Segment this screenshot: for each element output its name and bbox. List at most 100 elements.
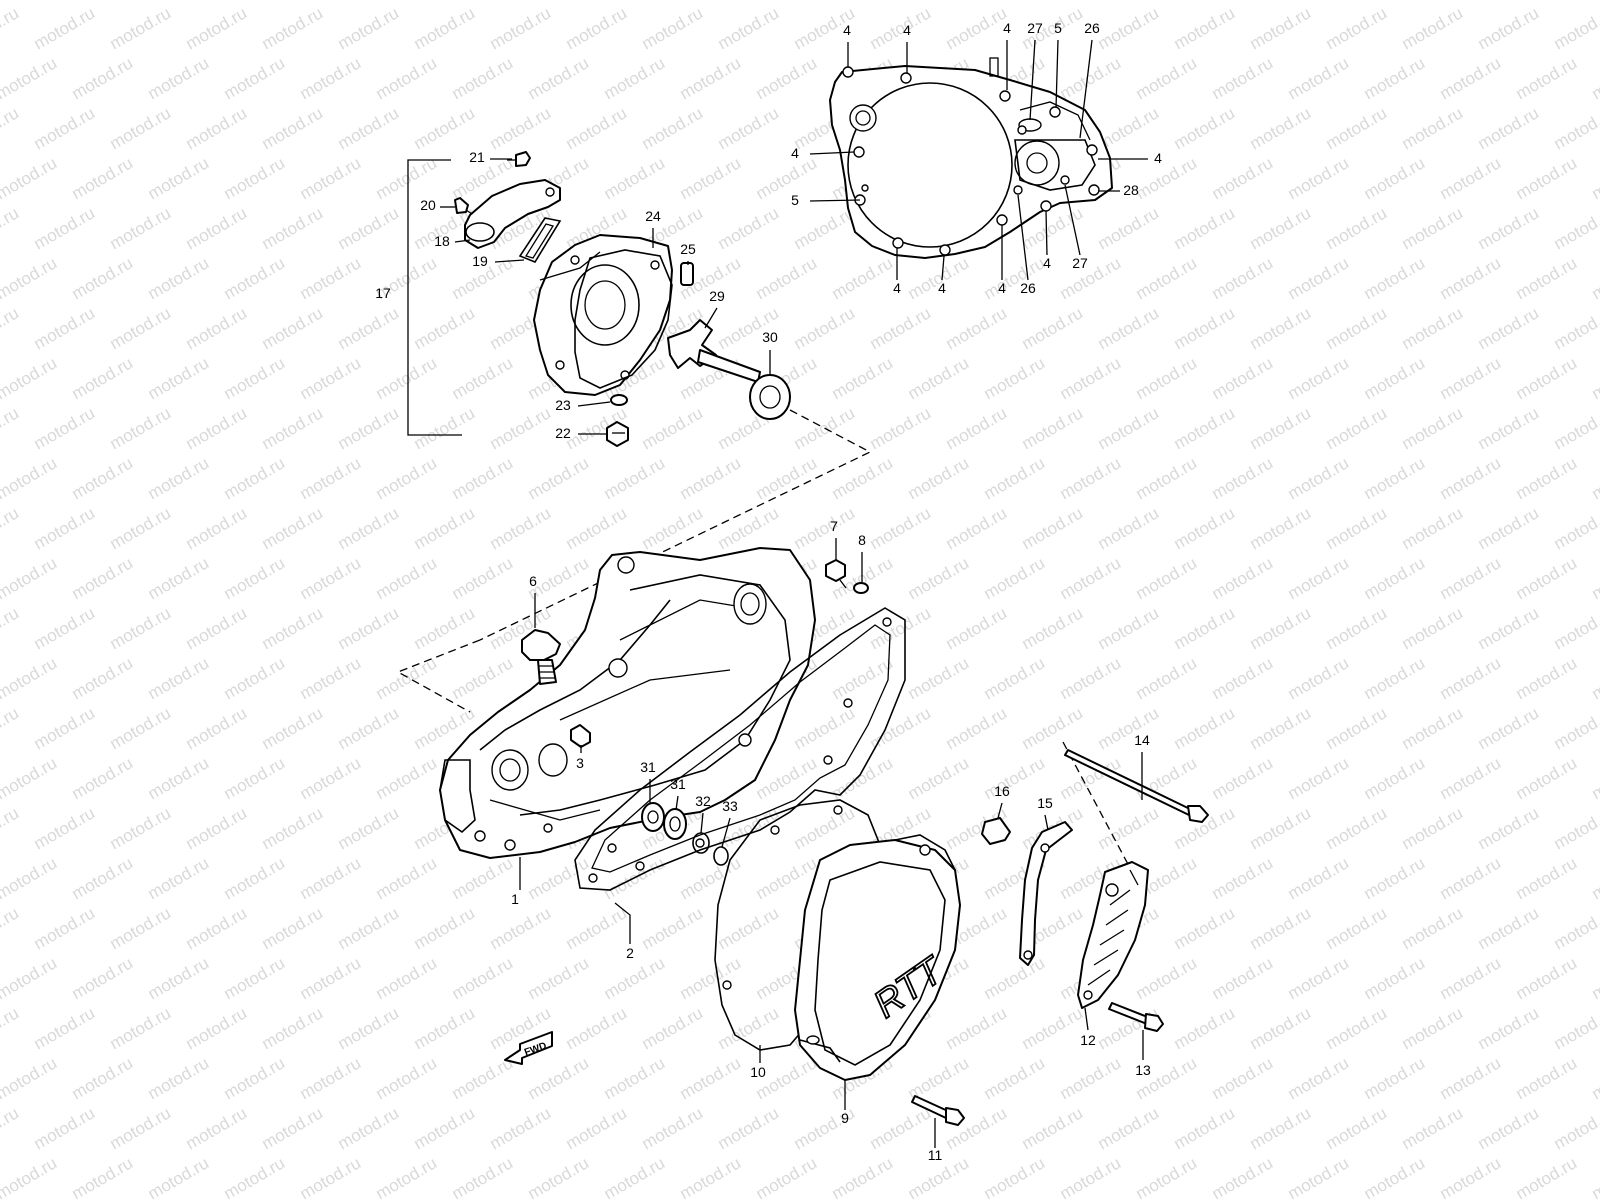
watermark-text: motod.ru (1133, 553, 1201, 603)
watermark-text: motod.ru (1057, 1153, 1125, 1200)
callout-leader-c31b (675, 795, 679, 811)
watermark-text: motod.ru (601, 953, 669, 1003)
watermark-text: motod.ru (335, 203, 403, 253)
watermark-text: motod.ru (31, 1103, 99, 1153)
watermark-text: motod.ru (715, 903, 783, 953)
watermark-text: motod.ru (1133, 653, 1201, 703)
watermark-text: motod.ru (145, 953, 213, 1003)
watermark-text: motod.ru (1133, 53, 1201, 103)
watermark-text: motod.ru (1323, 703, 1391, 753)
callout-label-c19: 19 (472, 253, 488, 269)
watermark-text: motod.ru (487, 403, 555, 453)
callout-label-c17: 17 (375, 285, 391, 301)
watermark-text: motod.ru (1285, 653, 1353, 703)
watermark-text: motod.ru (1209, 1153, 1277, 1200)
watermark-text: motod.ru (1323, 303, 1391, 353)
watermark-text: motod.ru (1399, 203, 1467, 253)
watermark-text: motod.ru (0, 153, 60, 203)
watermark-text: motod.ru (1209, 853, 1277, 903)
watermark-text: motod.ru (449, 653, 517, 703)
watermark-text: motod.ru (1209, 253, 1277, 303)
watermark-text: motod.ru (1399, 303, 1467, 353)
watermark-text: motod.ru (677, 53, 745, 103)
watermark-text: motod.ru (107, 803, 175, 853)
watermark-text: motod.ru (373, 753, 441, 803)
callout-label-c4e: 4 (1154, 150, 1162, 166)
callout-label-c30: 30 (762, 329, 778, 345)
watermark-text: motod.ru (1057, 353, 1125, 403)
watermark-text: motod.ru (1057, 253, 1125, 303)
watermark-text: motod.ru (1475, 503, 1543, 553)
callout-label-c9: 9 (841, 1110, 849, 1126)
watermark-text: motod.ru (0, 453, 60, 503)
callout-label-c4c: 4 (1003, 20, 1011, 36)
callout-leader-c27a (1029, 39, 1036, 121)
watermark-text: motod.ru (867, 3, 935, 53)
watermark-text: motod.ru (259, 803, 327, 853)
watermark-text: motod.ru (0, 603, 22, 653)
water-pump-group (407, 151, 791, 447)
watermark-text: motod.ru (1285, 753, 1353, 803)
watermark-text: motod.ru (1551, 103, 1600, 153)
callout-leader-c18 (454, 239, 471, 243)
watermark-text: motod.ru (1437, 453, 1505, 503)
watermark-text: motod.ru (1247, 603, 1315, 653)
watermark-text: motod.ru (145, 653, 213, 703)
watermark-text: motod.ru (563, 903, 631, 953)
watermark-text: motod.ru (1589, 853, 1600, 903)
watermark-text: motod.ru (677, 853, 745, 903)
callout-label-c26a: 26 (1084, 20, 1100, 36)
watermark-text: motod.ru (601, 0, 669, 3)
watermark-text: motod.ru (145, 453, 213, 503)
watermark-text: motod.ru (1399, 603, 1467, 653)
watermark-text: motod.ru (1171, 203, 1239, 253)
watermark-text: motod.ru (297, 53, 365, 103)
callout-label-c29: 29 (709, 288, 725, 304)
watermark-text: motod.ru (1057, 653, 1125, 703)
watermark-text: motod.ru (221, 53, 289, 103)
watermark-text: motod.ru (0, 1103, 22, 1153)
watermark-text: motod.ru (31, 803, 99, 853)
watermark-text: motod.ru (753, 253, 821, 303)
watermark-text: motod.ru (335, 1103, 403, 1153)
watermark-text: motod.ru (221, 153, 289, 203)
watermark-text: motod.ru (335, 503, 403, 553)
callout-label-c12: 12 (1080, 1032, 1096, 1048)
watermark-text: motod.ru (0, 0, 60, 3)
watermark-text: motod.ru (0, 1153, 60, 1200)
watermark-text: motod.ru (1285, 0, 1353, 3)
watermark-text: motod.ru (107, 203, 175, 253)
watermark-text: motod.ru (1361, 0, 1429, 3)
watermark-text: motod.ru (943, 703, 1011, 753)
watermark-text: motod.ru (0, 3, 22, 53)
watermark-text: motod.ru (791, 403, 859, 453)
watermark-text: motod.ru (335, 303, 403, 353)
sprocket-cover (1077, 861, 1149, 1009)
watermark-text: motod.ru (183, 903, 251, 953)
forward-direction-arrow: FWD (504, 1031, 553, 1065)
watermark-text: motod.ru (1361, 653, 1429, 703)
callout-label-c33: 33 (722, 798, 738, 814)
watermark-text: motod.ru (1285, 153, 1353, 203)
callout-label-c22: 22 (555, 425, 571, 441)
watermark-text: motod.ru (1285, 853, 1353, 903)
watermark-text: motod.ru (867, 1103, 935, 1153)
watermark-text: motod.ru (639, 103, 707, 153)
watermark-text: motod.ru (1247, 403, 1315, 453)
watermark-text: motod.ru (259, 103, 327, 153)
watermark-text: motod.ru (1361, 853, 1429, 903)
watermark-text: motod.ru (1171, 103, 1239, 153)
watermark-text: motod.ru (1437, 753, 1505, 803)
watermark-text: motod.ru (1399, 703, 1467, 753)
watermark-text: motod.ru (829, 0, 897, 3)
callout-label-c5a: 5 (791, 192, 799, 208)
watermark-text: motod.ru (1133, 253, 1201, 303)
watermark-text: motod.ru (183, 1003, 251, 1053)
watermark-text: motod.ru (183, 803, 251, 853)
watermark-text: motod.ru (373, 153, 441, 203)
watermark-text: motod.ru (221, 853, 289, 903)
watermark-text: motod.ru (259, 1103, 327, 1153)
watermark-text: motod.ru (1285, 1153, 1353, 1200)
watermark-text: motod.ru (0, 53, 60, 103)
watermark-text: motod.ru (335, 1003, 403, 1053)
